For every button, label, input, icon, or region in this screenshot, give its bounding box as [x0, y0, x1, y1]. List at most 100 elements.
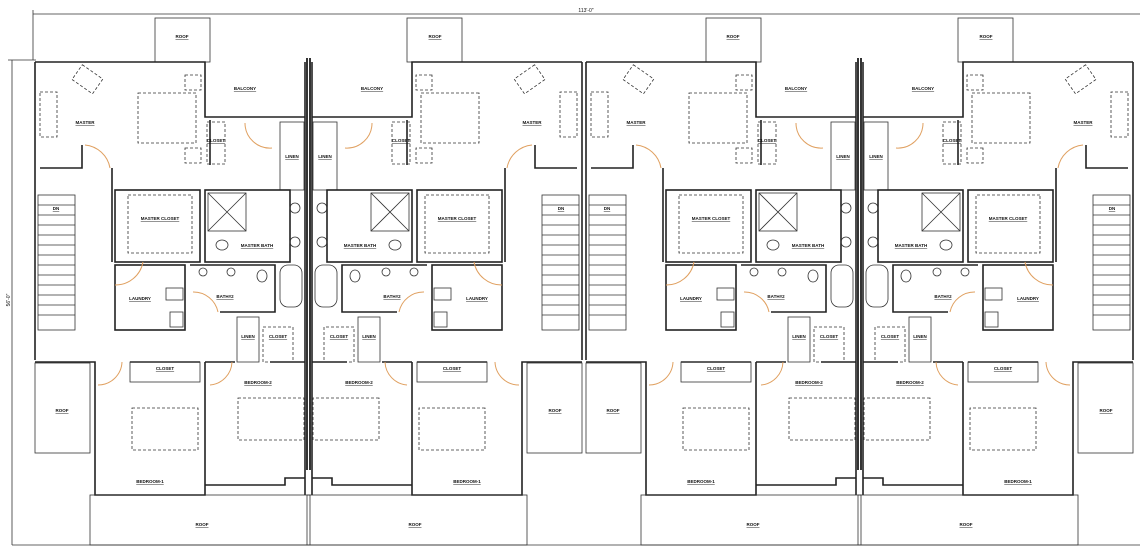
dryer-icon	[984, 311, 999, 328]
dryer-icon	[169, 311, 184, 328]
dresser-icon	[590, 91, 609, 138]
shower-icon	[207, 192, 247, 232]
bath-2	[341, 264, 427, 313]
bathtub-icon	[865, 264, 889, 308]
room-label-bedroom-1: BEDROOM-1	[136, 479, 164, 484]
closet-area	[416, 361, 488, 383]
room-label-master-bath: MASTER BATH	[241, 243, 273, 248]
stairs: DN	[588, 194, 627, 331]
unit-plan-4: ROOF BALCONY MASTER CLOSET LINEN DN MAST…	[857, 17, 1134, 546]
master-closet	[114, 189, 201, 263]
toilet-icon	[939, 239, 953, 251]
chair-icon	[622, 64, 655, 95]
nightstand-icon	[735, 147, 753, 164]
exterior-wall	[862, 61, 1134, 495]
door-swing	[192, 291, 219, 313]
bed-icon	[682, 407, 750, 451]
roof-area	[705, 17, 762, 63]
stairs-label: DN	[604, 206, 611, 211]
dimension-lines: 113'-0" 56'-0"	[6, 8, 1140, 546]
roof-area	[306, 494, 528, 546]
bed-icon	[788, 397, 856, 441]
roof-area	[89, 494, 311, 546]
room-label-linen: LINEN	[869, 154, 883, 159]
sink-icon	[867, 236, 879, 248]
roof-area	[526, 362, 583, 454]
door-swing	[114, 261, 144, 286]
room-label-roof: ROOF	[1100, 408, 1113, 413]
bath-2	[190, 264, 276, 313]
door-swing	[743, 291, 770, 313]
unit-plan-3: ROOF BALCONY MASTER CLOSET LINEN DN MAST…	[585, 17, 862, 546]
room-label-balcony: BALCONY	[234, 86, 256, 91]
room-label-roof: ROOF	[960, 522, 973, 527]
closet-area	[129, 361, 201, 383]
room-label-roof: ROOF	[727, 34, 740, 39]
bathtub-icon	[830, 264, 854, 308]
nightstand-icon	[184, 147, 202, 164]
bed-icon	[420, 92, 480, 144]
sink-icon	[381, 267, 391, 277]
door-swing	[1045, 361, 1071, 386]
master-closet	[416, 189, 503, 263]
room-label-roof: ROOF	[409, 522, 422, 527]
room-label-roof: ROOF	[176, 34, 189, 39]
sink-icon	[226, 267, 236, 277]
shower-icon	[758, 192, 798, 232]
room-label-closet: CLOSET	[330, 334, 349, 339]
room-label-closet: CLOSET	[994, 366, 1013, 371]
door-swing	[935, 361, 959, 386]
master-bath	[877, 189, 964, 263]
master-bath	[204, 189, 291, 263]
linen-closet	[830, 121, 856, 191]
unit-plan-2: ROOF BALCONY MASTER CLOSET LINEN DN MAST…	[306, 17, 583, 546]
room-label-linen: LINEN	[318, 154, 332, 159]
chair-icon	[71, 64, 104, 95]
door-swing	[795, 122, 824, 149]
door-swing	[1057, 144, 1084, 169]
sink-icon	[777, 267, 787, 277]
closet-area	[680, 361, 752, 383]
roof-area	[34, 362, 91, 454]
room-label-linen: LINEN	[285, 154, 299, 159]
nightstand-icon	[415, 74, 433, 91]
bed-icon	[312, 397, 380, 441]
door-swing	[506, 144, 533, 169]
stairs-label: DN	[53, 206, 60, 211]
master-closet	[967, 189, 1054, 263]
room-label-linen: LINEN	[913, 334, 927, 339]
exterior-wall	[34, 61, 306, 495]
room-label-laundry: LAUNDRY	[680, 296, 702, 301]
roof-area	[406, 17, 463, 63]
toilet-icon	[256, 269, 268, 283]
room-label-laundry: LAUNDRY	[1017, 296, 1039, 301]
sink-icon	[960, 267, 970, 277]
room-label-closet: CLOSET	[392, 138, 411, 143]
room-label-bedroom-1: BEDROOM-1	[453, 479, 481, 484]
bed-icon	[237, 397, 305, 441]
roof-area	[154, 17, 211, 63]
room-label-closet: CLOSET	[758, 138, 777, 143]
room-label-bath-2: BATH#2	[383, 294, 401, 299]
linen-closet	[908, 316, 932, 363]
room-label-master: MASTER	[1074, 120, 1094, 125]
bed-icon	[418, 407, 486, 451]
laundry-room	[665, 264, 737, 331]
room-label-bedroom-2: BEDROOM-2	[244, 380, 272, 385]
exterior-wall	[311, 61, 583, 495]
dryer-icon	[720, 311, 735, 328]
roof-area	[957, 17, 1014, 63]
dresser-icon	[1110, 91, 1129, 138]
nightstand-icon	[966, 147, 984, 164]
washer-icon	[984, 287, 1003, 301]
washer-icon	[433, 287, 452, 301]
overall-width-dimension: 113'-0"	[578, 8, 593, 14]
door-swing	[665, 261, 695, 286]
bath-2	[892, 264, 978, 313]
room-label-linen: LINEN	[836, 154, 850, 159]
room-label-roof: ROOF	[429, 34, 442, 39]
bed-icon	[137, 92, 197, 144]
stairs: DN	[37, 194, 76, 331]
interior-wall	[591, 120, 762, 262]
